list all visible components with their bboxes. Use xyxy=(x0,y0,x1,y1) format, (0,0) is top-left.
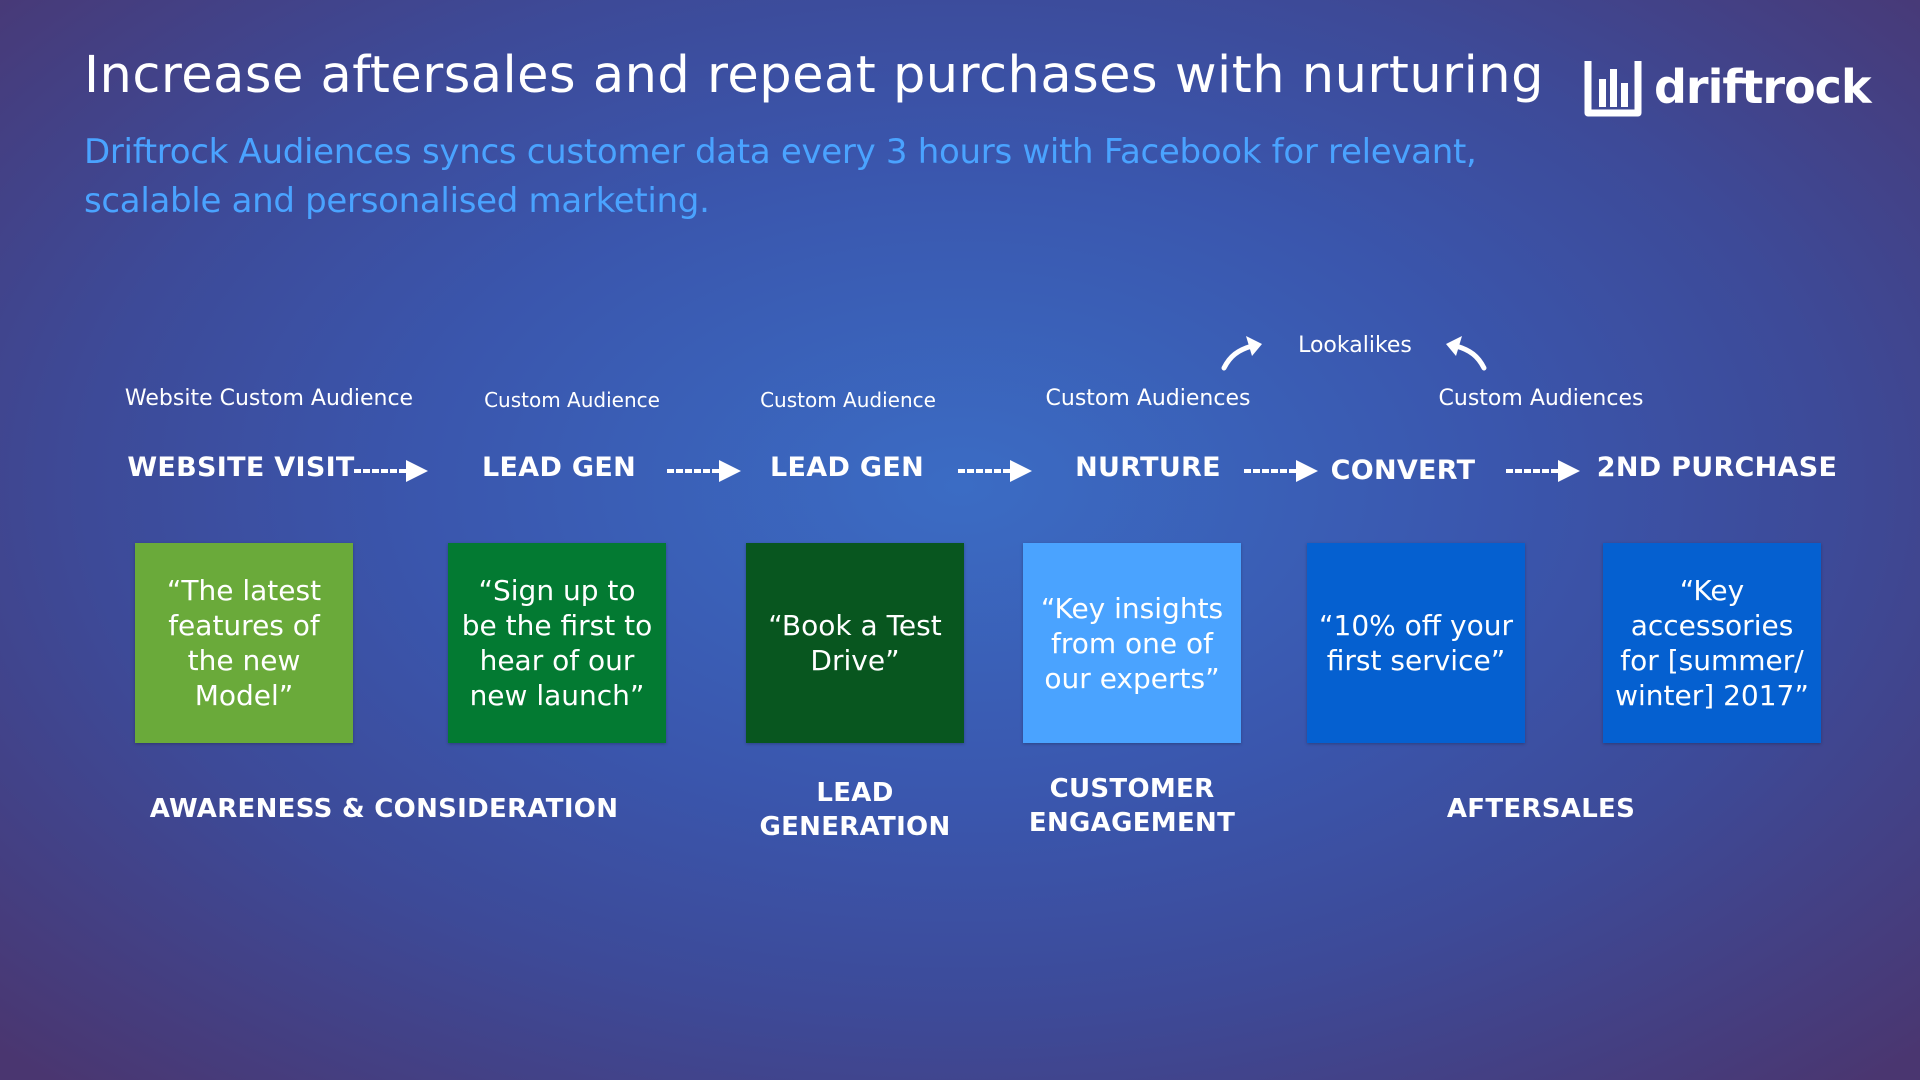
flow-arrow-icon xyxy=(958,460,1032,482)
stage-nurture: NURTURE xyxy=(1075,452,1221,483)
audience-label-nurture: Custom Audiences xyxy=(1045,386,1251,411)
audience-label-website: Website Custom Audience xyxy=(124,386,414,411)
stage-website-visit: WEBSITE VISIT xyxy=(127,452,355,483)
audience-label-lead-gen-1: Custom Audience xyxy=(484,388,660,412)
bar-chart-logo-icon xyxy=(1584,57,1642,117)
page-subtitle: Driftrock Audiences syncs customer data … xyxy=(84,132,1477,221)
stage-convert: CONVERT xyxy=(1330,455,1476,486)
message-card-first-service: “10% off your first service” xyxy=(1307,543,1525,743)
category-lead-generation: LEAD GENERATION xyxy=(759,778,951,842)
message-card-test-drive: “Book a Test Drive” xyxy=(746,543,964,743)
audience-label-convert: Custom Audiences xyxy=(1438,386,1644,411)
stage-2nd-purchase: 2ND PURCHASE xyxy=(1596,452,1838,483)
category-aftersales: AFTERSALES xyxy=(1446,794,1636,824)
category-customer-engagement: CUSTOMER ENGAGEMENT xyxy=(1028,774,1236,838)
stage-lead-gen-1: LEAD GEN xyxy=(482,452,636,483)
lookalikes-label: Lookalikes xyxy=(1298,333,1412,358)
page-title: Increase aftersales and repeat purchases… xyxy=(84,46,1545,105)
message-card-sign-up: “Sign up to be the first to hear of our … xyxy=(448,543,666,743)
flow-arrow-icon xyxy=(667,460,741,482)
audience-label-lead-gen-2: Custom Audience xyxy=(760,388,936,412)
flow-arrow-icon xyxy=(1506,460,1580,482)
logo-wordmark: driftrock xyxy=(1654,60,1872,114)
curved-arrow-up-right-icon xyxy=(1221,336,1262,371)
category-awareness: AWARENESS & CONSIDERATION xyxy=(149,794,619,824)
message-card-key-accessories: “Key accessories for [summer/ winter] 20… xyxy=(1603,543,1821,743)
message-card-key-insights: “Key insights from one of our experts” xyxy=(1023,543,1241,743)
message-card-latest-features: “The latest features of the new Model” xyxy=(135,543,353,743)
flow-arrow-icon xyxy=(354,460,428,482)
flow-arrow-icon xyxy=(1244,460,1318,482)
driftrock-logo: driftrock xyxy=(1584,56,1872,118)
curved-arrow-up-left-icon xyxy=(1446,336,1487,371)
stage-lead-gen-2: LEAD GEN xyxy=(770,452,924,483)
